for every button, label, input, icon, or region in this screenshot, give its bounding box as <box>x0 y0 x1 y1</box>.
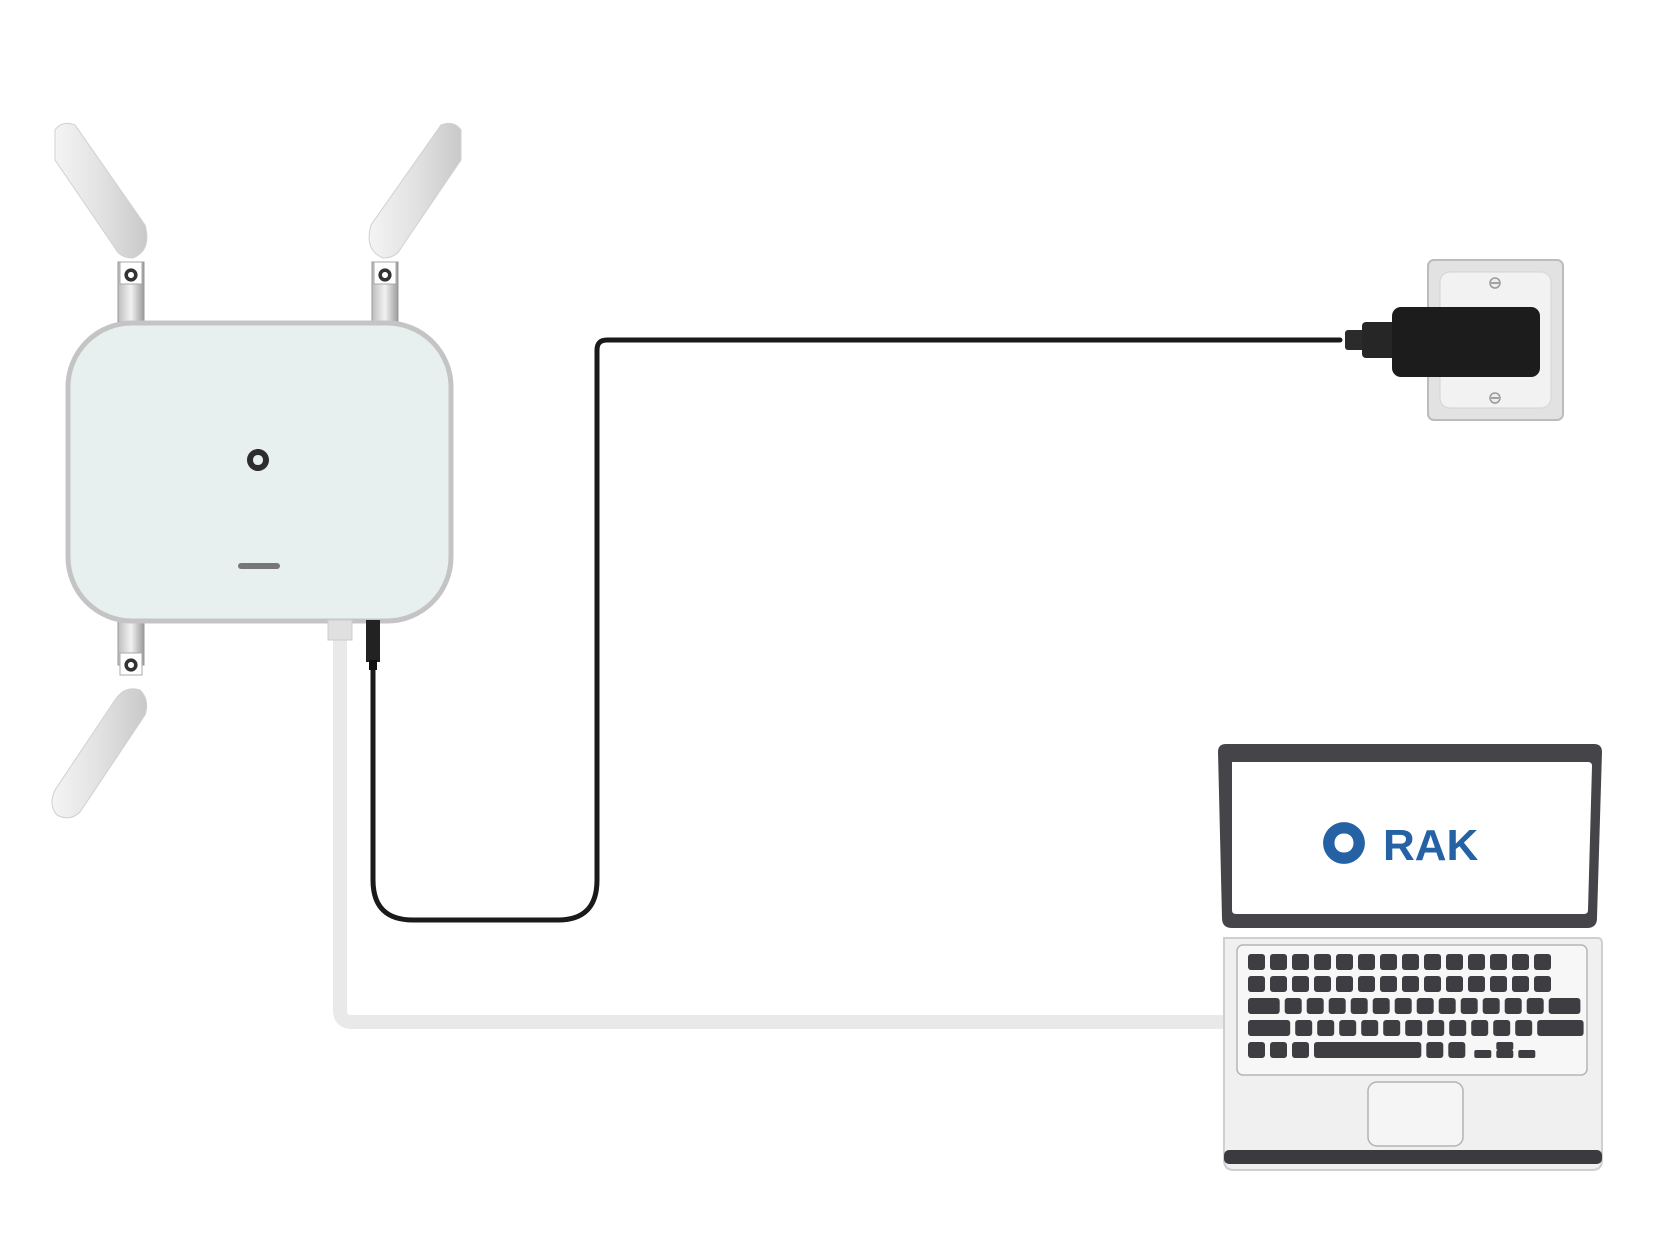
ethernet-port <box>327 619 353 641</box>
gateway-device <box>51 122 462 819</box>
keyboard-key <box>1358 954 1375 970</box>
keyboard-key <box>1292 954 1309 970</box>
antenna-bottom-left <box>51 614 148 819</box>
brand-text: RAK <box>1383 821 1479 870</box>
keyboard-key <box>1380 954 1397 970</box>
keyboard-key <box>1292 976 1309 992</box>
keyboard-key <box>1317 1020 1335 1036</box>
arrow-key <box>1496 1050 1514 1058</box>
keyboard-key <box>1526 998 1544 1014</box>
keyboard-key <box>1424 954 1441 970</box>
power-connector <box>366 620 380 670</box>
ethernet-cable <box>333 623 1237 1029</box>
arrow-key <box>1496 1042 1514 1050</box>
keyboard-key <box>1402 976 1419 992</box>
gateway-body <box>65 320 454 624</box>
keyboard-key <box>1471 1020 1489 1036</box>
keyboard-key <box>1448 1042 1466 1058</box>
keyboard-key <box>1336 976 1353 992</box>
keyboard-keys <box>1248 954 1584 1058</box>
keyboard-key <box>1248 976 1265 992</box>
keyboard-key <box>1449 1020 1467 1036</box>
keyboard-key <box>1270 954 1287 970</box>
keyboard-key <box>1468 976 1485 992</box>
keyboard-key <box>1446 976 1463 992</box>
keyboard-key <box>1270 976 1287 992</box>
rak-logo-icon <box>1323 822 1365 864</box>
keyboard-key <box>1292 1042 1309 1058</box>
keyboard-key <box>1424 976 1441 992</box>
keyboard-key <box>1339 1020 1357 1036</box>
power-cable <box>370 337 1343 923</box>
laptop-brand: RAK <box>1323 821 1479 870</box>
arrow-key <box>1518 1050 1536 1058</box>
keyboard-key <box>1248 998 1280 1014</box>
keyboard-key <box>1515 1020 1533 1036</box>
keyboard-key <box>1427 1020 1445 1036</box>
keyboard-key <box>1394 998 1412 1014</box>
keyboard-key <box>1548 998 1581 1014</box>
keyboard-key <box>1416 998 1434 1014</box>
keyboard-key <box>1512 976 1529 992</box>
status-led-icon <box>238 563 280 569</box>
keyboard-key <box>1328 998 1346 1014</box>
keyboard-key <box>1512 954 1529 970</box>
keyboard-key <box>1504 998 1522 1014</box>
antenna-top-right <box>368 122 462 323</box>
keyboard-key <box>1534 954 1551 970</box>
keyboard-key <box>1490 976 1507 992</box>
keyboard-key <box>1314 976 1331 992</box>
keyboard-key <box>1534 976 1551 992</box>
keyboard-key <box>1402 954 1419 970</box>
keyboard-key <box>1306 998 1324 1014</box>
arrow-key <box>1474 1050 1492 1058</box>
keyboard-key <box>1358 976 1375 992</box>
keyboard-key <box>1493 1020 1511 1036</box>
keyboard-key <box>1446 954 1463 970</box>
keyboard-key <box>1314 954 1331 970</box>
keyboard-key <box>1336 954 1353 970</box>
laptop-screen <box>1232 762 1592 914</box>
keyboard-key <box>1468 954 1485 970</box>
laptop: RAK <box>1218 744 1603 1171</box>
power-adapter <box>1345 307 1540 377</box>
keyboard-key <box>1537 1020 1584 1036</box>
keyboard-key <box>1405 1020 1423 1036</box>
rak-logo-icon <box>247 449 269 471</box>
keyboard-key <box>1380 976 1397 992</box>
keyboard-key <box>1383 1020 1401 1036</box>
keyboard-key <box>1295 1020 1313 1036</box>
keyboard-key <box>1248 1020 1291 1036</box>
keyboard-key <box>1438 998 1456 1014</box>
keyboard-key <box>1284 998 1302 1014</box>
keyboard-key <box>1248 954 1265 970</box>
keyboard-key <box>1270 1042 1287 1058</box>
antenna-top-left <box>54 122 148 323</box>
keyboard-key <box>1314 1042 1422 1058</box>
keyboard-key <box>1490 954 1507 970</box>
keyboard-key <box>1248 1042 1265 1058</box>
keyboard-key <box>1482 998 1500 1014</box>
keyboard-key <box>1372 998 1390 1014</box>
keyboard-key <box>1460 998 1478 1014</box>
keyboard-key <box>1361 1020 1379 1036</box>
keyboard-key <box>1350 998 1368 1014</box>
trackpad <box>1367 1081 1464 1147</box>
keyboard-key <box>1426 1042 1444 1058</box>
